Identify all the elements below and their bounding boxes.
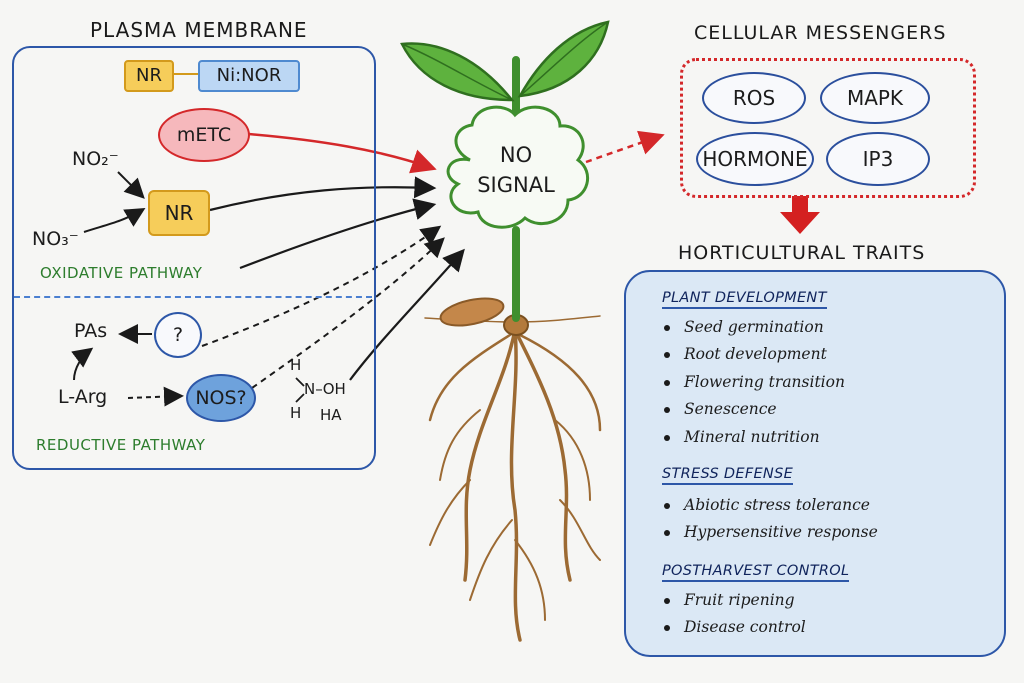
pas-label: PAs bbox=[74, 320, 108, 342]
bullet-icon bbox=[664, 625, 670, 631]
trait-item: Disease control bbox=[664, 618, 806, 636]
postharvest-control-heading: POSTHARVEST CONTROL bbox=[662, 563, 850, 582]
ros-oval: ROS bbox=[702, 72, 806, 124]
bullet-icon bbox=[664, 407, 670, 413]
plant-development-heading: PLANT DEVELOPMENT bbox=[662, 290, 827, 309]
no-signal-line1: NO bbox=[499, 143, 533, 167]
seed bbox=[439, 297, 505, 327]
no3-label: NO₃⁻ bbox=[32, 228, 79, 250]
no-signal-cloud bbox=[446, 105, 589, 229]
no-signal-text: NO SIGNAL bbox=[462, 140, 570, 200]
trait-item: Hypersensitive response bbox=[664, 523, 878, 541]
ha-label: HA bbox=[320, 406, 342, 424]
no3-arrow bbox=[83, 207, 146, 233]
down-arrow bbox=[780, 196, 820, 234]
bullet-icon bbox=[664, 352, 670, 358]
ha-h1: H bbox=[290, 356, 302, 374]
messenger-arrow bbox=[585, 130, 665, 164]
oxidative-arrow bbox=[239, 198, 437, 270]
trait-item: Mineral nutrition bbox=[664, 428, 820, 446]
no2-label: NO₂⁻ bbox=[72, 148, 119, 170]
bullet-icon bbox=[664, 325, 670, 331]
bullet-icon bbox=[664, 530, 670, 536]
nr-top-box: NR bbox=[124, 60, 174, 92]
larg-to-pas-arrow bbox=[71, 347, 94, 381]
nos-arrow bbox=[251, 237, 445, 389]
nr-middle-box: NR bbox=[148, 190, 210, 236]
ha-h2: H bbox=[290, 404, 302, 422]
hormone-oval: HORMONE bbox=[696, 132, 814, 186]
messengers-box bbox=[680, 58, 976, 198]
trait-item: Seed germination bbox=[664, 318, 824, 336]
reductive-pathway-label: REDUCTIVE PATHWAY bbox=[36, 436, 206, 454]
trait-item: Fruit ripening bbox=[664, 591, 795, 609]
ha-arrow bbox=[349, 248, 465, 381]
cellular-messengers-title: CELLULAR MESSENGERS bbox=[694, 22, 947, 44]
oxidative-pathway-label: OXIDATIVE PATHWAY bbox=[40, 264, 203, 282]
metc-arrow bbox=[247, 132, 437, 174]
ip3-oval: IP3 bbox=[826, 132, 930, 186]
plant-roots bbox=[424, 315, 602, 642]
stress-defense-heading: STRESS DEFENSE bbox=[662, 466, 794, 485]
no2-arrow bbox=[117, 171, 145, 199]
plasma-membrane-title: PLASMA MEMBRANE bbox=[90, 18, 308, 42]
plasma-membrane-panel bbox=[12, 46, 376, 470]
question-arrow bbox=[201, 225, 442, 347]
mapk-oval: MAPK bbox=[820, 72, 930, 124]
trait-item: Senescence bbox=[664, 400, 777, 418]
bullet-icon bbox=[664, 380, 670, 386]
trait-item: Abiotic stress tolerance bbox=[664, 496, 870, 514]
metc-oval: mETC bbox=[158, 108, 250, 162]
bullet-icon bbox=[664, 598, 670, 604]
nr-arrow bbox=[209, 176, 437, 212]
l-arg-label: L-Arg bbox=[58, 386, 108, 408]
pathway-divider bbox=[14, 296, 372, 298]
horticultural-traits-title: HORTICULTURAL TRAITS bbox=[678, 242, 926, 264]
traits-box bbox=[624, 270, 1006, 657]
ha-noh: N–OH bbox=[304, 380, 346, 398]
unknown-enzyme-circle: ? bbox=[154, 312, 202, 358]
bullet-icon bbox=[664, 435, 670, 441]
trait-item: Root development bbox=[664, 345, 827, 363]
nos-oval: NOS? bbox=[186, 374, 256, 422]
bullet-icon bbox=[664, 503, 670, 509]
no-signal-line2: SIGNAL bbox=[477, 173, 555, 197]
ni-nor-box: Ni:NOR bbox=[198, 60, 300, 92]
trait-item: Flowering transition bbox=[664, 373, 845, 391]
